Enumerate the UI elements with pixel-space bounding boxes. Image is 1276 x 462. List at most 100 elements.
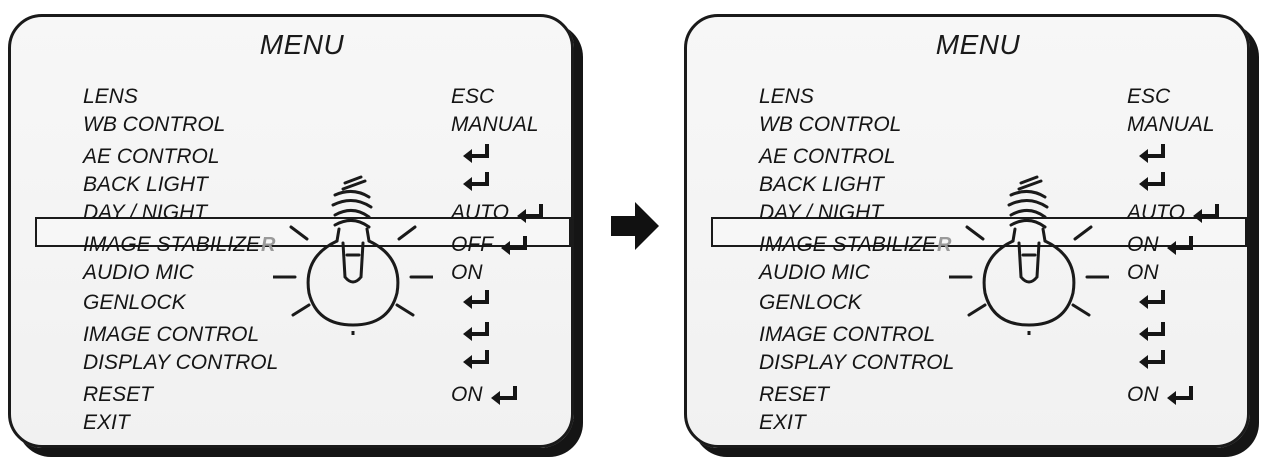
menu-item-label: LENS	[83, 85, 138, 108]
menu-item-label: AUDIO MIC	[759, 261, 870, 284]
menu-item-value: ON	[1127, 259, 1159, 287]
menu-item[interactable]: DISPLAY CONTROL	[687, 349, 1247, 377]
enter-return-icon	[1191, 203, 1221, 223]
menu-item-label: EXIT	[759, 411, 806, 434]
enter-return-icon	[1137, 349, 1167, 369]
menu-item-value	[1127, 289, 1167, 309]
menu-item[interactable]: DAY / NIGHT AUTO	[11, 199, 571, 227]
menu-item-label: BACK LIGHT	[759, 173, 884, 196]
menu-item-value-text: OFF	[451, 233, 493, 256]
menu-item-label: IMAGE CONTROL	[83, 323, 260, 346]
menu-item[interactable]: BACK LIGHT	[687, 171, 1247, 199]
menu-item-value-text: ESC	[1127, 85, 1171, 108]
menu-item[interactable]: AE CONTROL	[11, 143, 571, 171]
menu-item-label: DISPLAY CONTROL	[83, 351, 279, 374]
menu-item-label: DAY / NIGHT	[759, 201, 884, 224]
menu-item-value-text: ON	[1127, 383, 1159, 406]
r-suffix-mark: R	[936, 234, 952, 256]
menu-item[interactable]: LENS ESC	[11, 83, 571, 111]
menu-item-label: WB CONTROL	[759, 113, 902, 136]
menu-item-value: ESC	[451, 83, 494, 111]
menu-item-value	[1127, 321, 1167, 341]
menu-item-label: GENLOCK	[83, 291, 186, 314]
enter-return-icon	[1165, 235, 1195, 255]
menu-item-value-text: ON	[451, 261, 483, 284]
menu-item-label: IMAGE CONTROL	[759, 323, 936, 346]
menu-item-label: DISPLAY CONTROL	[759, 351, 955, 374]
menu-item-value	[451, 349, 491, 369]
enter-return-icon	[461, 321, 491, 341]
enter-return-icon	[461, 289, 491, 309]
menu-item-value	[1127, 349, 1167, 369]
enter-return-icon	[489, 385, 519, 405]
menu-item[interactable]: IMAGE CONTROL	[11, 321, 571, 349]
menu-item[interactable]: IMAGE STABILIZER OFF	[11, 231, 571, 259]
menu-item[interactable]: EXIT	[687, 409, 1247, 437]
menu-item-value-text: AUTO	[1127, 201, 1185, 224]
menu-item-value-text: ESC	[451, 85, 495, 108]
menu-item-value: ON	[1127, 231, 1195, 259]
menu-item-value: AUTO	[1127, 199, 1221, 227]
menu-item-value	[1127, 143, 1167, 163]
menu-item-value: ON	[451, 381, 519, 409]
menu-item-value	[451, 171, 491, 191]
menu-item[interactable]: BACK LIGHT	[11, 171, 571, 199]
menu-item-label: RESET	[759, 383, 830, 406]
menu-item-value: AUTO	[451, 199, 545, 227]
menu-item-value	[451, 143, 491, 163]
menu-item-label: DAY / NIGHT	[83, 201, 208, 224]
right-arrow-icon	[609, 200, 661, 252]
menu-item[interactable]: DAY / NIGHT AUTO	[687, 199, 1247, 227]
menu-item-value-text: MANUAL	[451, 113, 539, 136]
menu-item-value: OFF	[451, 231, 529, 259]
enter-return-icon	[515, 203, 545, 223]
menu-item[interactable]: LENS ESC	[687, 83, 1247, 111]
menu-item-value	[1127, 171, 1167, 191]
menu-item-label: IMAGE STABILIZER	[83, 233, 276, 256]
menu-item-value-text: ON	[451, 383, 483, 406]
menu-item-label: AE CONTROL	[83, 145, 220, 168]
menu-item-label: RESET	[83, 383, 154, 406]
menu-item[interactable]: GENLOCK	[11, 289, 571, 317]
menu-item-label: AUDIO MIC	[83, 261, 194, 284]
menu-item[interactable]: RESET ON	[11, 381, 571, 409]
menu-item[interactable]: WB CONTROL MANUAL	[11, 111, 571, 139]
menu-item-label: IMAGE STABILIZER	[759, 233, 952, 256]
menu-item-value-text: MANUAL	[1127, 113, 1215, 136]
menu-item-value-text: ON	[1127, 261, 1159, 284]
menu-item[interactable]: IMAGE STABILIZER ON	[687, 231, 1247, 259]
menu-item[interactable]: EXIT	[11, 409, 571, 437]
menu-item[interactable]: AUDIO MIC ON	[687, 259, 1247, 287]
menu-item-value: MANUAL	[1127, 111, 1215, 139]
enter-return-icon	[499, 235, 529, 255]
menu-item-label: WB CONTROL	[83, 113, 226, 136]
menu-item-label: AE CONTROL	[759, 145, 896, 168]
enter-return-icon	[1137, 171, 1167, 191]
menu-item-value-text: ON	[1127, 233, 1159, 256]
enter-return-icon	[1137, 143, 1167, 163]
menu-panel-before: MENU LENS ESC WB CONTROL MANUAL AE CONTROL BA…	[8, 14, 574, 448]
enter-return-icon	[461, 143, 491, 163]
menu-item-label: EXIT	[83, 411, 130, 434]
menu-item-label: LENS	[759, 85, 814, 108]
menu-item-value: ON	[1127, 381, 1195, 409]
menu-item[interactable]: AUDIO MIC ON	[11, 259, 571, 287]
r-suffix-mark: R	[260, 234, 276, 256]
menu-item[interactable]: RESET ON	[687, 381, 1247, 409]
menu-item-label: GENLOCK	[759, 291, 862, 314]
menu-item[interactable]: WB CONTROL MANUAL	[687, 111, 1247, 139]
selection-highlight	[35, 217, 571, 247]
enter-return-icon	[1137, 289, 1167, 309]
menu-item[interactable]: DISPLAY CONTROL	[11, 349, 571, 377]
menu-item-value-text: AUTO	[451, 201, 509, 224]
menu-title: MENU	[259, 29, 345, 60]
enter-return-icon	[1137, 321, 1167, 341]
enter-return-icon	[461, 349, 491, 369]
menu-item[interactable]: AE CONTROL	[687, 143, 1247, 171]
menu-item[interactable]: IMAGE CONTROL	[687, 321, 1247, 349]
menu-item[interactable]: GENLOCK	[687, 289, 1247, 317]
menu-item-value	[451, 289, 491, 309]
menu-item-value	[451, 321, 491, 341]
menu-item-label: BACK LIGHT	[83, 173, 208, 196]
